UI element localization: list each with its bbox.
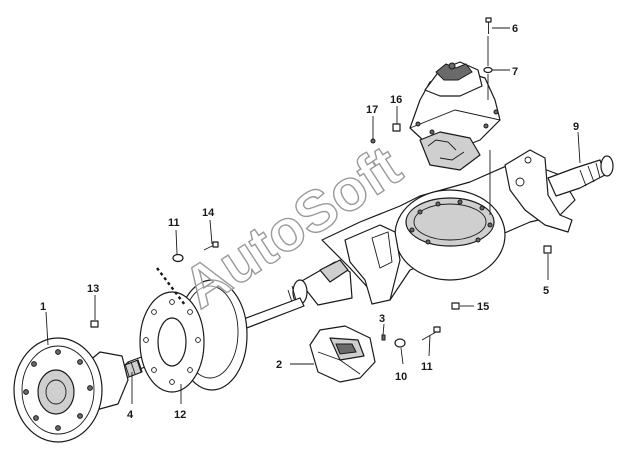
callout-16: 16 [390, 94, 402, 106]
callout-labels: 1 2 3 4 5 6 7 9 10 11 11 12 13 14 15 16 … [40, 23, 579, 421]
callout-7: 7 [512, 66, 518, 78]
callout-4: 4 [127, 409, 134, 421]
flange-plate [139, 291, 205, 393]
brake-caliper [309, 325, 376, 383]
callout-9: 9 [573, 121, 579, 133]
callout-5: 5 [543, 285, 549, 297]
differential-carrier [409, 61, 501, 171]
callout-3: 3 [379, 313, 385, 325]
hub-studs [23, 349, 93, 431]
leader-lines [45, 27, 581, 404]
fasteners [90, 17, 552, 348]
callout-17: 17 [366, 104, 378, 116]
axle-housing [287, 149, 614, 306]
callout-11-upper: 11 [168, 217, 180, 229]
assembly-lines [156, 36, 491, 306]
callout-1: 1 [40, 301, 46, 313]
callout-10: 10 [395, 371, 407, 383]
callout-2: 2 [276, 359, 282, 371]
callout-6: 6 [512, 23, 518, 35]
callout-15: 15 [477, 301, 489, 313]
callout-12: 12 [174, 409, 186, 421]
bowl-bolt-holes [409, 199, 493, 245]
flange-bolt-holes [143, 299, 201, 385]
callout-11-lower: 11 [421, 361, 433, 373]
callout-13: 13 [87, 283, 99, 295]
carrier-bolts [415, 109, 499, 135]
wheel-hub [13, 337, 129, 443]
callout-14: 14 [202, 207, 215, 219]
